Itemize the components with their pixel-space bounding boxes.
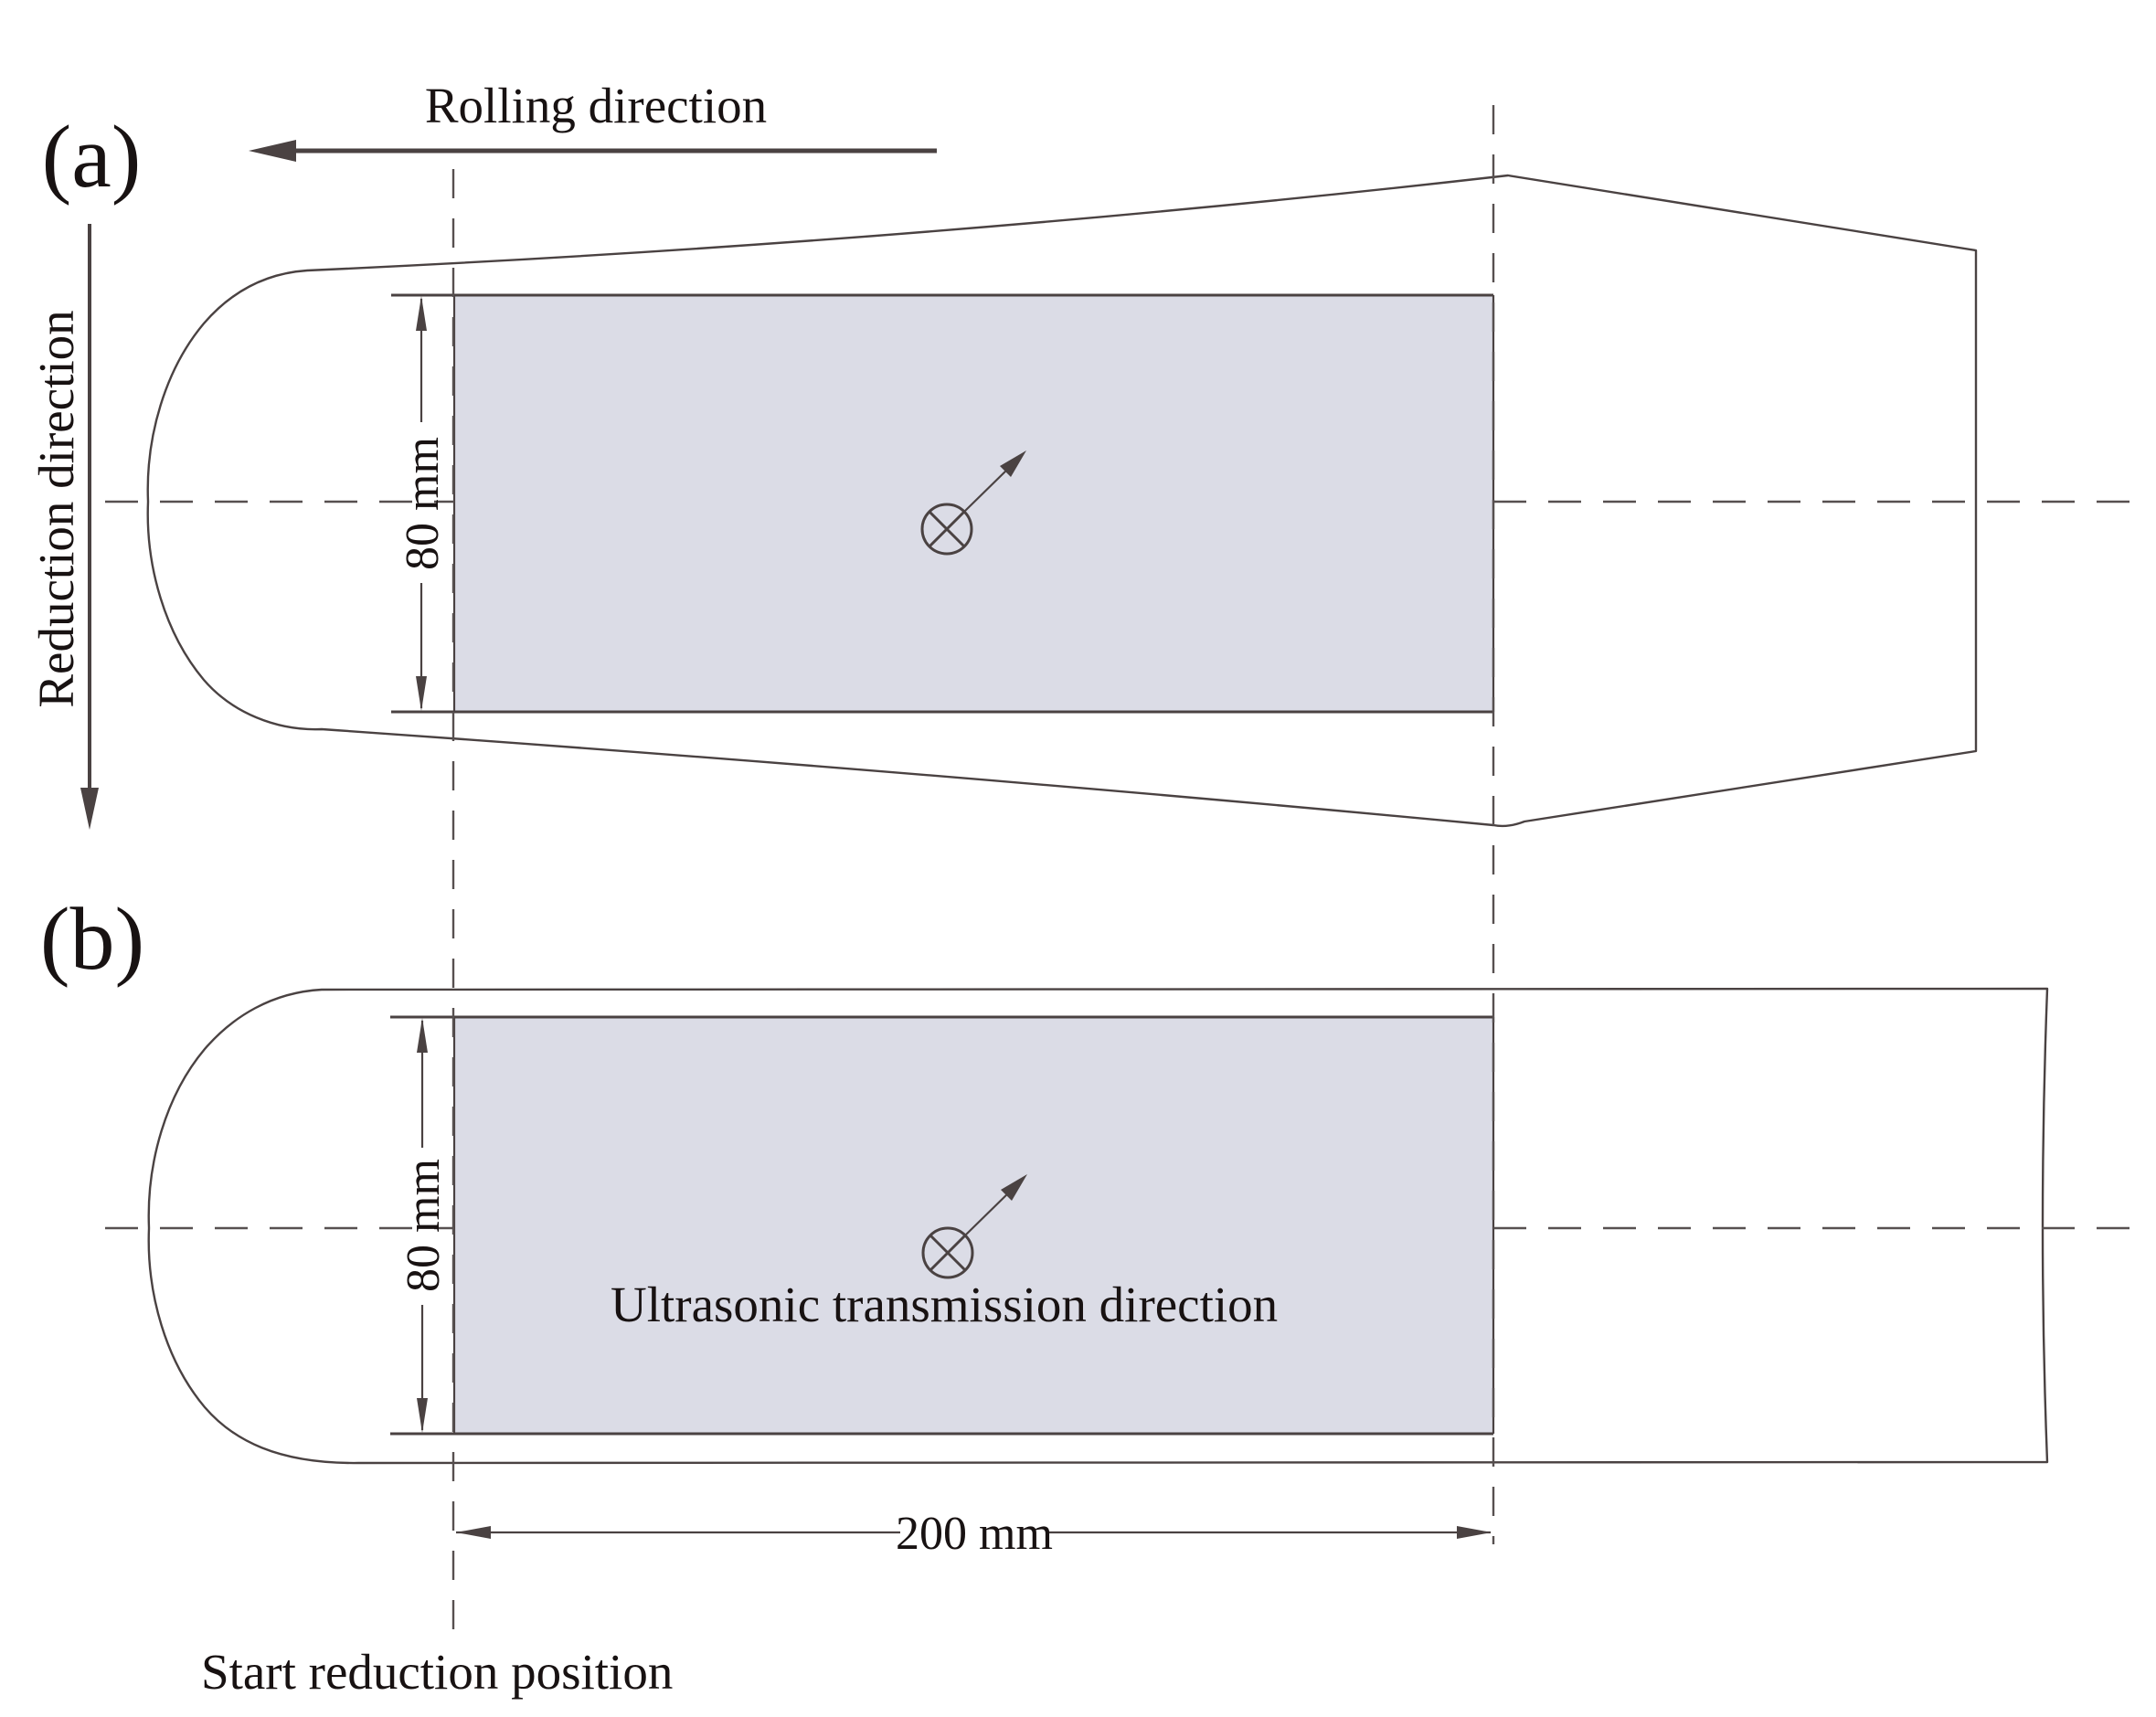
width-dimension-a-arrow-down: [416, 676, 427, 711]
circled-x-icon-cross: [929, 1234, 967, 1272]
panel-a: 80 mm: [105, 174, 2143, 828]
panel-a-label: (a): [42, 108, 142, 207]
length-dimension-arrow-right: [1457, 1526, 1492, 1539]
width-dimension-a-label: 80 mm: [397, 437, 449, 570]
specimen-b-outline: [147, 987, 2049, 1465]
reduction-direction-label: Reduction direction: [28, 310, 84, 707]
width-dimension-a-arrow-up: [416, 296, 427, 331]
width-dimension-b-label: 80 mm: [398, 1159, 450, 1292]
transmission-arrow-b: [965, 1190, 1012, 1235]
ultrasonic-direction-label: Ultrasonic transmission direction: [611, 1277, 1278, 1332]
reduction-direction-annotation: Reduction direction: [28, 224, 99, 830]
width-dimension-b-arrow-down: [417, 1398, 428, 1433]
panel-b-label: (b): [40, 890, 144, 989]
transmission-arrow-a-head: [1000, 450, 1026, 477]
circled-x-icon-cross: [928, 510, 966, 548]
rolling-direction-label: Rolling direction: [425, 78, 767, 133]
transmission-arrow-a: [964, 466, 1011, 512]
specimen-a-outline: [146, 174, 1978, 828]
rolling-direction-arrow-head: [249, 140, 296, 162]
length-dimension-arrow-left: [456, 1526, 491, 1539]
rolling-direction-annotation: Rolling direction: [249, 78, 937, 162]
transmission-arrow-b-head: [1001, 1174, 1027, 1201]
length-dimension-label: 200 mm: [896, 1508, 1053, 1560]
reduction-direction-arrow-head: [80, 788, 99, 830]
circled-x-icon: [921, 1226, 974, 1279]
ultrasonic-point-marker-a: [920, 450, 1026, 556]
length-dimension: 200 mm: [456, 1508, 1492, 1560]
width-dimension-a: 80 mm: [397, 296, 449, 711]
circled-x-icon: [920, 503, 973, 556]
width-dimension-b: 80 mm: [398, 1018, 450, 1433]
start-reduction-position-label: Start reduction position: [201, 1644, 673, 1700]
width-dimension-b-arrow-up: [417, 1018, 428, 1053]
panel-b: 80 mm Ultrasonic transmission direction: [105, 987, 2139, 1465]
sample-region-b: [454, 1017, 1493, 1434]
ultrasonic-point-marker-b: [921, 1174, 1027, 1279]
